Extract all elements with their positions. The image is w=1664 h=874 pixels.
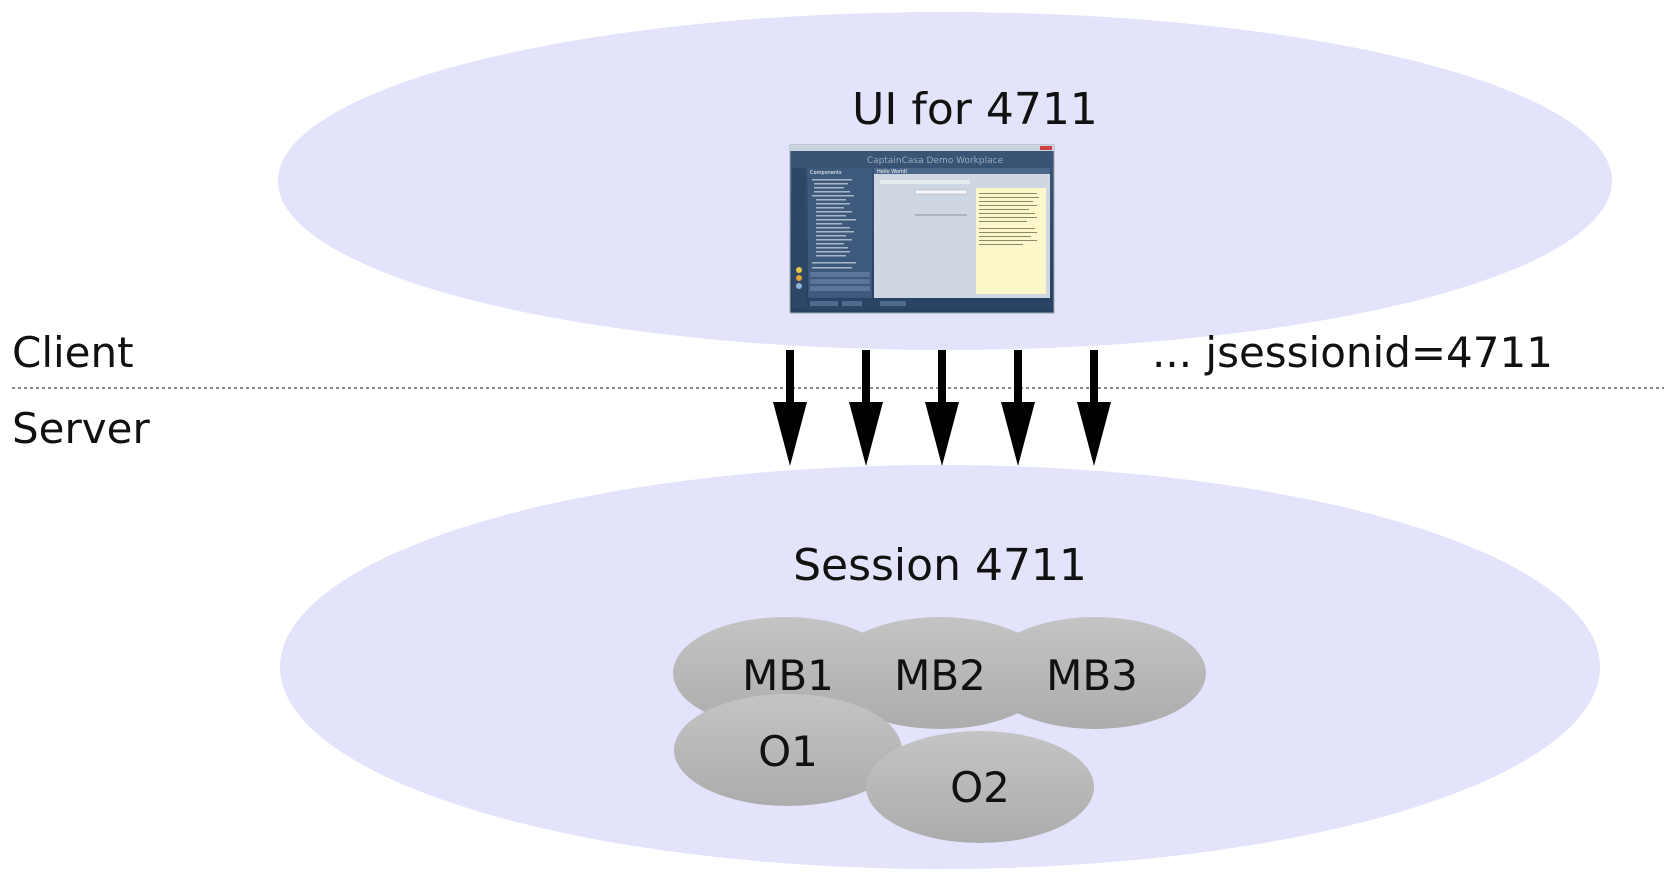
request-arrow	[849, 350, 883, 466]
screenshot-app-title: CaptainCasa Demo Workplace	[867, 156, 1004, 166]
request-arrow	[1001, 350, 1035, 466]
request-arrows	[773, 350, 1111, 466]
ui-title: UI for 4711	[852, 84, 1098, 135]
object-o1-shape	[674, 694, 902, 806]
client-label: Client	[12, 328, 134, 377]
object-o2-label: O2	[950, 763, 1010, 812]
request-arrow	[925, 350, 959, 466]
request-arrow	[1077, 350, 1111, 466]
object-mb2-shape	[828, 617, 1052, 729]
object-o2-shape	[866, 731, 1094, 843]
session-title: Session 4711	[793, 540, 1087, 591]
object-mb1-label: MB1	[742, 651, 834, 700]
object-o1-label: O1	[758, 727, 818, 776]
screenshot-panel-title: Components	[810, 170, 842, 176]
request-arrow	[773, 350, 807, 466]
object-mb2-label: MB2	[894, 651, 986, 700]
object-mb3-shape	[984, 617, 1206, 729]
session-id-text: ... jsessionid=4711	[1152, 328, 1553, 377]
server-label: Server	[12, 404, 150, 453]
session-objects: MB1 MB2 MB3 O1 O2	[673, 617, 1206, 843]
ui-screenshot-thumbnail: CaptainCasa Demo Workplace Components	[789, 144, 1055, 314]
screenshot-content-title: Hello World!	[877, 169, 908, 175]
object-mb3-label: MB3	[1046, 651, 1138, 700]
